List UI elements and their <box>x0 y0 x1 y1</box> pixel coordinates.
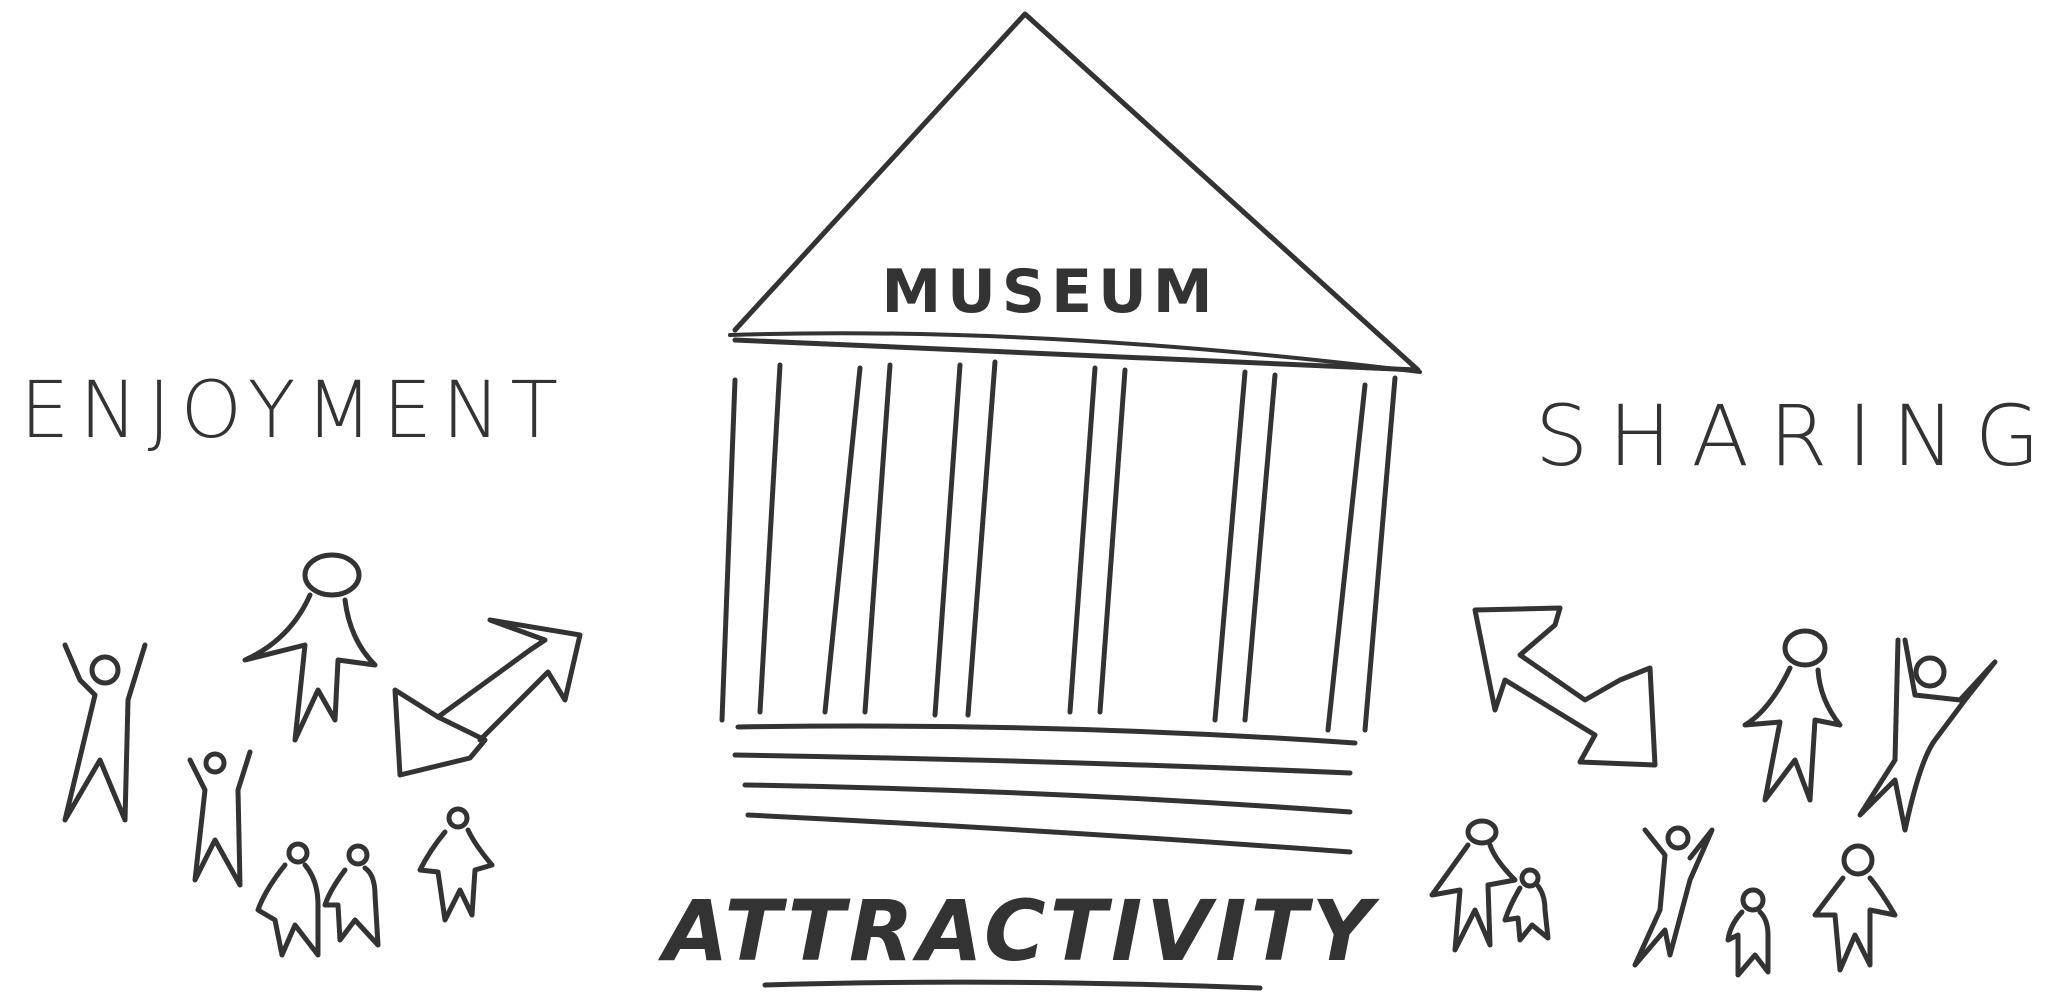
people-group-icon-left <box>62 552 495 958</box>
person-icon <box>187 749 253 888</box>
museum-columns <box>719 359 1398 733</box>
sharing-label: SHARING <box>1535 387 2057 485</box>
attractivity-label: ATTRACTIVITY <box>657 882 1379 980</box>
attractivity-underline <box>762 979 1263 991</box>
person-icon <box>1632 825 1715 968</box>
person-icon <box>242 552 378 743</box>
double-arrow-icon-left <box>392 617 583 778</box>
person-icon <box>322 843 381 948</box>
person-icon <box>1725 887 1771 978</box>
museum-steps <box>732 723 1358 855</box>
person-icon <box>62 642 148 823</box>
people-group-icon-right <box>1429 628 1998 978</box>
person-icon <box>417 806 495 923</box>
person-icon <box>1812 843 1898 973</box>
museum-label: MUSEUM <box>881 257 1218 327</box>
museum-building-icon: MUSEUM <box>719 11 1422 855</box>
person-icon <box>1502 867 1551 943</box>
enjoyment-label: ENJOYMENT <box>20 366 568 456</box>
person-icon <box>1742 628 1843 803</box>
person-icon <box>255 841 321 958</box>
pediment-roof <box>732 11 1421 373</box>
person-icon <box>1429 818 1518 953</box>
person-icon <box>1857 637 1998 833</box>
double-arrow-icon-right <box>1472 605 1658 768</box>
